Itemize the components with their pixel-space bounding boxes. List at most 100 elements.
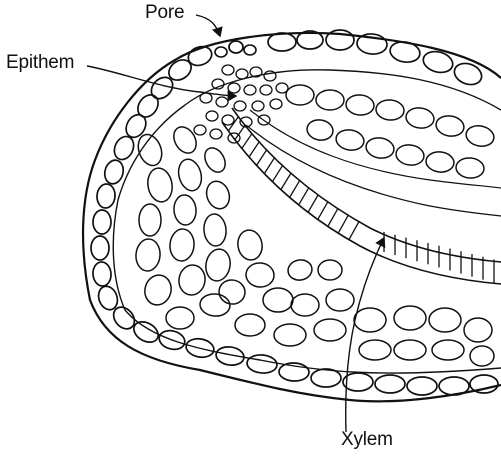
cell bbox=[286, 85, 314, 105]
cell bbox=[199, 293, 231, 318]
cell bbox=[455, 157, 485, 179]
cell bbox=[263, 288, 293, 312]
cell bbox=[175, 157, 205, 194]
cell bbox=[425, 151, 455, 174]
cell bbox=[194, 125, 206, 135]
cell bbox=[139, 204, 161, 236]
cell bbox=[364, 136, 395, 161]
cell bbox=[394, 340, 426, 360]
epithem-label: Epithem bbox=[6, 52, 74, 74]
cell bbox=[405, 106, 436, 130]
cell bbox=[334, 128, 365, 153]
cell bbox=[268, 33, 296, 51]
cell bbox=[203, 178, 233, 212]
cell bbox=[314, 319, 346, 341]
cell bbox=[260, 85, 272, 95]
cell bbox=[244, 85, 256, 95]
cell bbox=[169, 228, 196, 262]
pore bbox=[215, 41, 256, 57]
cell bbox=[395, 143, 426, 167]
cell bbox=[203, 213, 228, 247]
cell bbox=[252, 101, 264, 111]
cell bbox=[228, 83, 240, 93]
xylem-rung bbox=[349, 222, 359, 240]
cell bbox=[394, 306, 426, 330]
cell bbox=[407, 377, 437, 395]
xylem-rung bbox=[328, 209, 338, 227]
cell bbox=[264, 71, 276, 81]
cell bbox=[96, 183, 116, 208]
cell bbox=[432, 340, 464, 360]
cell bbox=[464, 123, 496, 148]
cell bbox=[206, 111, 218, 121]
cell bbox=[434, 114, 465, 139]
cell bbox=[464, 318, 492, 342]
pore-label: Pore bbox=[145, 2, 184, 24]
cell bbox=[177, 263, 208, 297]
xylem-rung bbox=[281, 173, 291, 189]
xylem-label: Xylem bbox=[341, 429, 393, 451]
cell bbox=[470, 375, 498, 393]
cell bbox=[201, 144, 230, 176]
cell bbox=[470, 346, 494, 366]
cell bbox=[200, 93, 212, 103]
cell bbox=[286, 258, 313, 282]
cell bbox=[134, 91, 163, 121]
cell bbox=[375, 99, 405, 121]
cell bbox=[203, 247, 232, 283]
cell bbox=[145, 166, 175, 204]
cell bbox=[354, 308, 386, 332]
cell bbox=[439, 377, 469, 395]
cell bbox=[166, 307, 194, 329]
xylem-rung bbox=[272, 166, 282, 182]
cell bbox=[134, 131, 166, 169]
cell bbox=[217, 278, 247, 306]
cell bbox=[216, 97, 228, 107]
cell bbox=[375, 375, 405, 393]
cell bbox=[165, 56, 195, 85]
cell bbox=[276, 83, 288, 93]
cell bbox=[316, 90, 344, 110]
cell bbox=[318, 260, 342, 280]
cell bbox=[234, 101, 246, 111]
cell bbox=[429, 308, 461, 332]
xylem-rung bbox=[318, 202, 328, 220]
cell bbox=[305, 118, 334, 142]
cell bbox=[210, 129, 222, 139]
cell bbox=[235, 314, 265, 336]
cell bbox=[345, 94, 375, 116]
cell bbox=[142, 272, 175, 308]
cell bbox=[93, 210, 111, 234]
cell bbox=[91, 236, 109, 260]
cell bbox=[236, 69, 248, 79]
cell bbox=[311, 369, 341, 387]
xylem-rung bbox=[308, 195, 318, 212]
xylem-leader bbox=[346, 238, 384, 432]
cell bbox=[291, 294, 319, 316]
xylem-rung bbox=[242, 134, 252, 149]
xylem-rung bbox=[338, 215, 348, 233]
cells-group bbox=[91, 30, 498, 395]
xylem-rung bbox=[257, 150, 267, 165]
cell bbox=[245, 262, 275, 288]
cell bbox=[270, 99, 282, 109]
cell bbox=[359, 340, 391, 360]
cell bbox=[236, 228, 265, 262]
xylem-rung bbox=[299, 188, 309, 205]
cell bbox=[222, 65, 234, 75]
cell bbox=[169, 123, 200, 157]
cell bbox=[356, 33, 388, 56]
xylem-rung bbox=[249, 142, 259, 157]
cell bbox=[274, 324, 306, 346]
xylem-rung bbox=[290, 181, 300, 198]
pore-leader bbox=[196, 15, 220, 36]
cell bbox=[135, 238, 162, 272]
cell bbox=[102, 158, 126, 186]
cell bbox=[246, 354, 277, 375]
xylem-rung bbox=[264, 158, 274, 174]
cell bbox=[92, 261, 112, 286]
cell bbox=[173, 194, 198, 226]
cell bbox=[326, 289, 354, 311]
